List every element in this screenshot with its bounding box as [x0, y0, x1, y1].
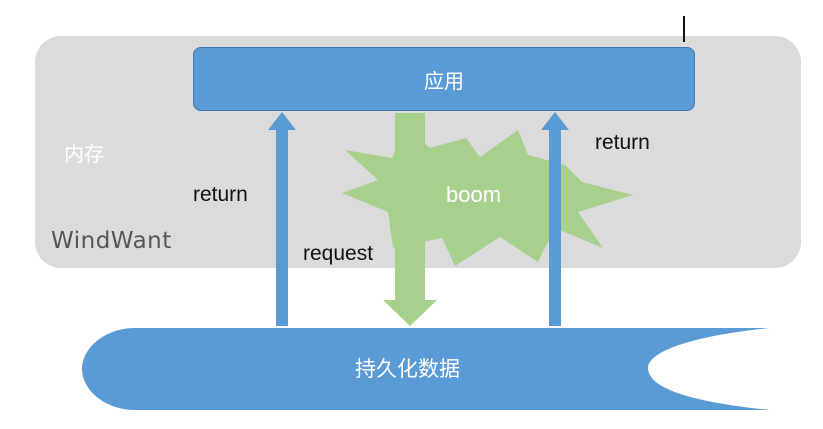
app-label: 应用 — [424, 68, 464, 93]
return-arrow-right — [541, 112, 569, 326]
storage-shape — [82, 328, 770, 410]
storage-label: 持久化数据 — [355, 357, 460, 381]
return-arrow-left — [268, 112, 296, 326]
app-box: 应用 — [193, 47, 695, 111]
watermark-text: WindWant — [51, 228, 172, 254]
request-label: request — [303, 242, 374, 265]
text-cursor-mark — [683, 16, 685, 42]
memory-label: 内存 — [64, 142, 104, 166]
return-label-left: return — [193, 183, 248, 206]
request-arrow — [383, 113, 437, 326]
boom-label: boom — [446, 182, 502, 207]
return-label-right: return — [595, 131, 650, 154]
